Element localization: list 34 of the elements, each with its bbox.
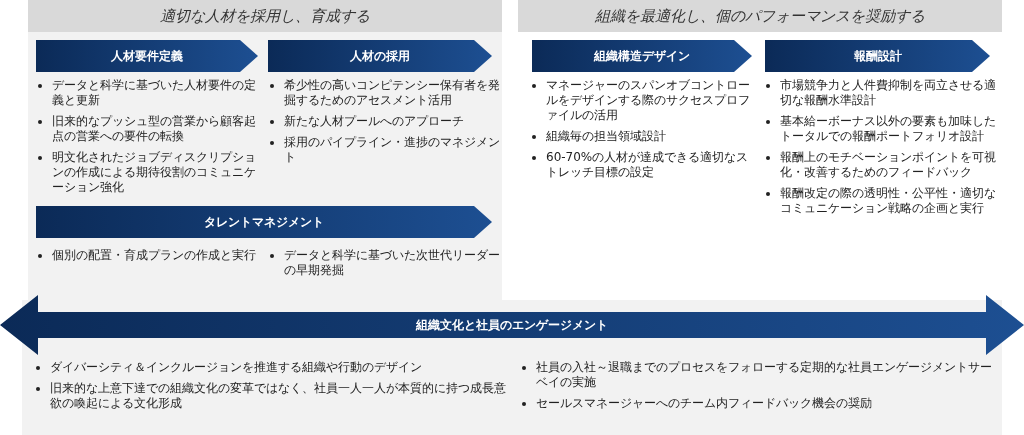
bullet-point: 社員の入社～退職までのプロセスをフォローする定期的な社員エンゲージメントサーベイの実施 bbox=[536, 360, 993, 390]
bullet-point: 基本給ーボーナス以外の要素も加味したトータルでの報酬ポートフォリオ設計 bbox=[780, 114, 997, 144]
banner-title: 人材要件定義 bbox=[111, 47, 183, 65]
chevron-banner bbox=[268, 40, 492, 72]
banner-title: 報酬設計 bbox=[853, 47, 902, 65]
section-title: 適切な人材を採用し、育成する bbox=[160, 6, 370, 26]
bullet-point: 市場競争力と人件費抑制を両立させる適切な報酬水準設計 bbox=[780, 78, 997, 108]
bullet-point: マネージャーのスパンオブコントロールをデザインする際のサクセスプロファイルの活用 bbox=[546, 78, 751, 123]
bullet-point: 組織毎の担当領域設計 bbox=[546, 129, 666, 144]
bullet-point: 新たな人材プールへのアプローチ bbox=[284, 114, 464, 129]
banner-title: 人材の採用 bbox=[350, 47, 410, 65]
bullet-point: 希少性の高いコンピテンシー保有者を発掘するためのアセスメント活用 bbox=[284, 78, 500, 108]
chevron-banner bbox=[36, 206, 492, 238]
bullet-point: 明文化されたジョブディスクリプションの作成による期待役割のコミュニケーション強化 bbox=[52, 150, 257, 195]
chevron-banner bbox=[765, 40, 990, 72]
bullet-point: データと科学に基づいた人材要件の定義と更新 bbox=[52, 78, 257, 108]
bullet-point: 60-70%の人材が達成できる適切なストレッチ目標の設定 bbox=[546, 150, 750, 180]
bullet-point: 旧来的なプッシュ型の営業から顧客起点の営業への要件の転換 bbox=[52, 114, 257, 144]
section-panel bbox=[28, 0, 502, 300]
bullet-point: 採用のパイプライン・進捗のマネジメント bbox=[284, 135, 500, 165]
banner-title: 組織文化と社員のエンゲージメント bbox=[416, 316, 608, 334]
bullet-point: 報酬改定の際の透明性・公平性・適切なコミュニケーション戦略の企画と実行 bbox=[780, 186, 997, 216]
bullet-point: ダイバーシティ＆インクルージョンを推進する組織や行動のデザイン bbox=[50, 360, 422, 375]
section-header: 組織を最適化し、個のパフォーマンスを奨励する bbox=[518, 0, 1002, 32]
banner-title: タレントマネジメント bbox=[204, 213, 324, 231]
banner-title: 組織構造デザイン bbox=[594, 47, 690, 65]
bullet-point: 個別の配置・育成プランの作成と実行 bbox=[52, 248, 256, 263]
bullet-point: データと科学に基づいた次世代リーダーの早期発掘 bbox=[284, 248, 500, 278]
chevron-banner bbox=[532, 40, 752, 72]
bullet-point: セールスマネージャーへのチーム内フィードバック機会の奨励 bbox=[536, 396, 872, 411]
chevron-banner bbox=[36, 40, 258, 72]
bullet-point: 旧来的な上意下達での組織文化の変革ではなく、社員一人一人が本質的に持つ成長意欲の喚起による文化形成 bbox=[50, 381, 507, 411]
double-arrow-banner bbox=[0, 295, 1024, 355]
bullet-point: 報酬上のモチベーションポイントを可視化・改善するためのフィードバック bbox=[780, 150, 997, 180]
